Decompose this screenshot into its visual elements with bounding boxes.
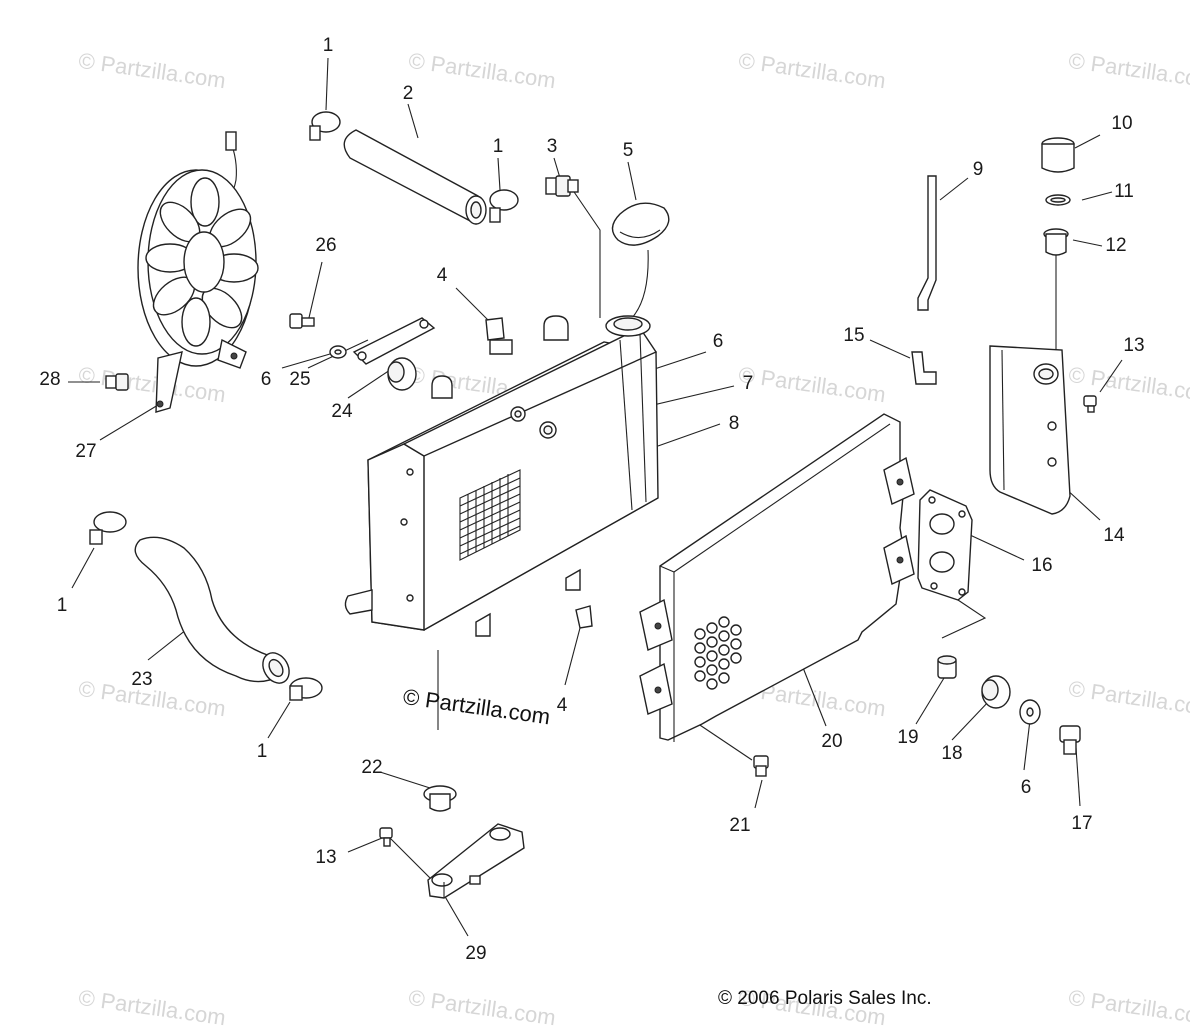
upper-radiator-hose bbox=[343, 129, 487, 225]
callout-label: 20 bbox=[821, 731, 843, 752]
callout-label: 11 bbox=[1114, 181, 1134, 202]
callout-label: 1 bbox=[492, 136, 504, 157]
o-ring bbox=[1045, 194, 1071, 206]
bolt bbox=[289, 313, 315, 329]
callout-label: 23 bbox=[131, 669, 153, 690]
callout-label: 29 bbox=[465, 943, 487, 964]
hose-clip bbox=[485, 317, 505, 341]
reservoir-cap bbox=[1041, 137, 1075, 173]
callout-label: 1 bbox=[56, 595, 68, 616]
callout-label: 10 bbox=[1111, 113, 1133, 134]
washer bbox=[329, 345, 347, 359]
hose-clip bbox=[575, 605, 593, 629]
callout-label: 4 bbox=[556, 695, 568, 716]
callout-label: 24 bbox=[331, 401, 353, 422]
rubber-grommet bbox=[423, 785, 457, 812]
callout-label: 18 bbox=[941, 743, 963, 764]
cooling-fan-assembly bbox=[137, 131, 259, 413]
callout-label: 9 bbox=[972, 159, 984, 180]
bushing bbox=[937, 655, 957, 679]
callout-label: 13 bbox=[1123, 335, 1145, 356]
callout-label: 13 bbox=[315, 847, 337, 868]
callout-label: 6 bbox=[1020, 777, 1032, 798]
lower-radiator-hose bbox=[134, 536, 290, 684]
overflow-tube bbox=[917, 175, 937, 311]
callout-label: 5 bbox=[622, 140, 634, 161]
callout-label: 4 bbox=[436, 265, 448, 286]
callout-label: 14 bbox=[1103, 525, 1125, 546]
mounting-plate bbox=[917, 489, 973, 601]
screw bbox=[379, 827, 393, 847]
callout-label: 12 bbox=[1105, 235, 1127, 256]
callout-label: 6 bbox=[260, 369, 272, 390]
reservoir-fitting bbox=[1043, 228, 1069, 256]
vent-fitting bbox=[545, 175, 579, 197]
shroud-vent-grid bbox=[694, 616, 742, 690]
callout-label: 3 bbox=[546, 136, 558, 157]
bolt bbox=[1059, 725, 1081, 755]
coolant-reservoir bbox=[989, 345, 1071, 515]
callout-label: 28 bbox=[39, 369, 61, 390]
rubber-grommet bbox=[387, 357, 417, 391]
callout-label: 25 bbox=[289, 369, 311, 390]
callout-label: 15 bbox=[843, 325, 865, 346]
callout-label: 19 bbox=[897, 727, 919, 748]
fan-shroud bbox=[639, 413, 915, 742]
fan-blades bbox=[145, 177, 259, 347]
callout-label: 2 bbox=[402, 83, 414, 104]
radiator-core-mesh bbox=[459, 469, 521, 561]
mount-bracket bbox=[352, 317, 436, 365]
callout-label: 1 bbox=[256, 741, 268, 762]
callout-label: 22 bbox=[361, 757, 383, 778]
hose-clamp bbox=[309, 111, 341, 141]
callout-label: 6 bbox=[712, 331, 724, 352]
callout-label: 1 bbox=[322, 35, 334, 56]
radiator-cap bbox=[611, 202, 670, 246]
washer bbox=[1019, 699, 1041, 725]
fan-screw bbox=[105, 373, 129, 391]
callout-label: 27 bbox=[75, 441, 97, 462]
callout-label: 21 bbox=[729, 815, 751, 836]
polaris-copyright: © 2006 Polaris Sales Inc. bbox=[718, 988, 932, 1009]
shroud-bolt bbox=[753, 755, 769, 777]
callout-label: 7 bbox=[742, 373, 754, 394]
hose-clamp bbox=[89, 511, 127, 545]
callout-label: 8 bbox=[728, 413, 740, 434]
callout-label: 16 bbox=[1031, 555, 1053, 576]
elbow-fitting bbox=[911, 351, 937, 385]
hose-clamp bbox=[489, 189, 519, 223]
radiator bbox=[344, 315, 659, 637]
callout-label: 17 bbox=[1071, 813, 1093, 834]
callout-label: 26 bbox=[315, 235, 337, 256]
hose-clamp bbox=[289, 677, 323, 701]
screw bbox=[1083, 395, 1097, 413]
reservoir-bracket bbox=[427, 823, 525, 899]
rubber-grommet bbox=[981, 675, 1011, 709]
